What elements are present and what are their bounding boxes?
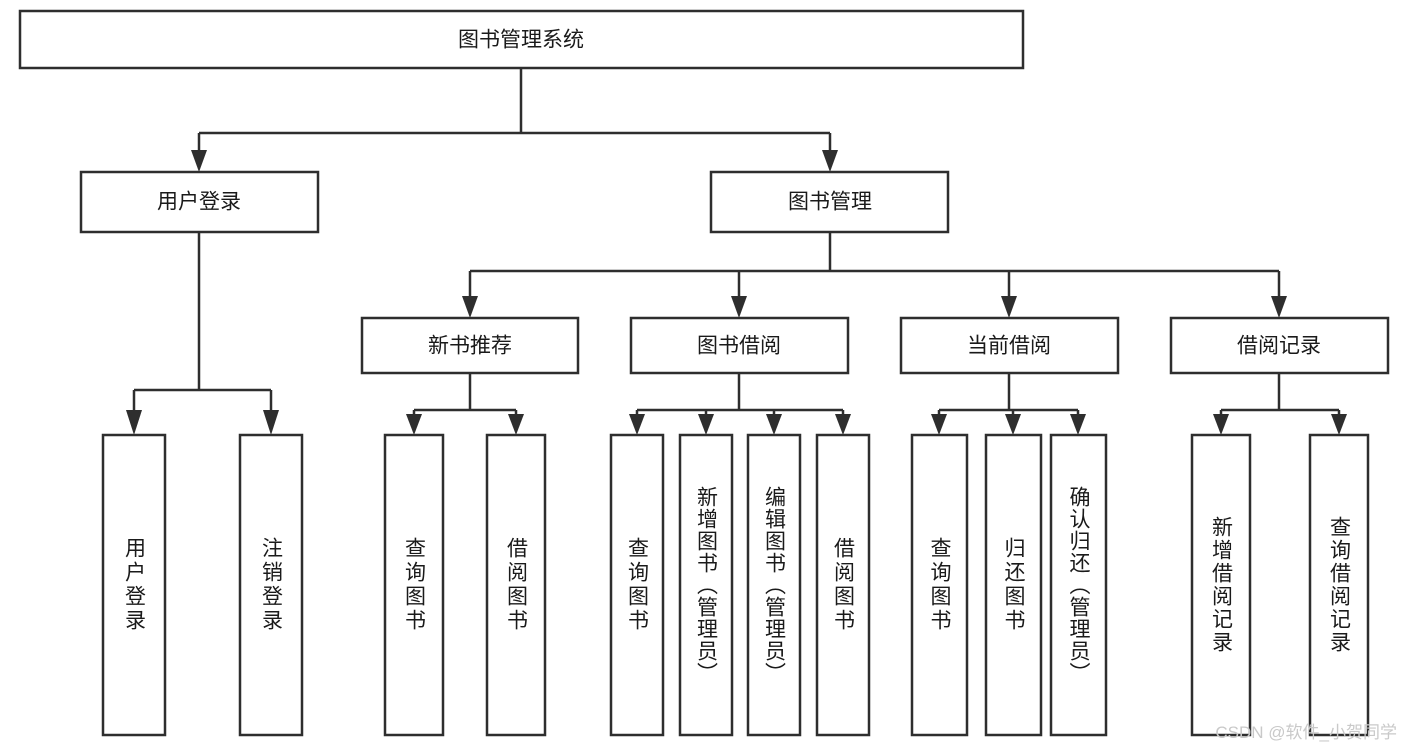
node-user-login[interactable]: 用户登录 [79,170,320,234]
node-leaf-return-book[interactable]: 归还图书 [984,433,1043,737]
arrow-leaf-confirm-return [1070,414,1086,435]
leaf-return-book-box[interactable] [984,433,1043,737]
leaf-query-book-borrow-box[interactable] [609,433,665,737]
leaf-user-logout-label: 注销登录 [259,537,283,633]
leaf-add-record-text-wrap: 新增借阅记录 [1209,516,1233,654]
node-leaf-confirm-return[interactable]: 确认归还（管理员） [1049,433,1108,737]
user-login-label: 用户登录 [157,191,241,214]
arrow-leaf-query-book-cur [931,414,947,435]
root-label: 图书管理系统 [458,29,584,52]
leaf-add-book-text-wrap: 新增图书（管理员） [694,486,718,684]
leaf-user-logout-box[interactable] [238,433,304,737]
node-leaf-user-logout[interactable]: 注销登录 [238,433,304,737]
leaf-query-record-text-wrap: 查询借阅记录 [1327,516,1351,654]
leaf-query-book-cur-label: 查询图书 [928,537,951,633]
borrow-record-box[interactable] [1169,316,1390,375]
leaf-borrow-book-box[interactable] [815,433,871,737]
borrow-record-label: 借阅记录 [1237,335,1321,358]
leaf-return-book-text-wrap: 归还图书 [1002,537,1025,633]
node-leaf-add-book[interactable]: 新增图书（管理员） [678,433,734,737]
leaf-add-record-label: 新增借阅记录 [1209,516,1233,654]
node-leaf-borrow-book[interactable]: 借阅图书 [815,433,871,737]
leaf-query-book-cur-box[interactable] [910,433,969,737]
leaf-borrow-book-rec-label: 借阅图书 [504,537,528,633]
leaf-query-record-label: 查询借阅记录 [1327,516,1351,654]
arrow-book-borrow [731,296,747,318]
node-new-book-rec[interactable]: 新书推荐 [360,316,580,375]
arrow-leaf-add-book [698,414,714,435]
leaf-borrow-book-label: 借阅图书 [831,537,855,633]
node-book-manage[interactable]: 图书管理 [709,170,950,234]
node-book-borrow[interactable]: 图书借阅 [629,316,850,375]
arrow-book-manage [822,150,838,172]
arrow-new-book-rec [462,296,478,318]
root-box[interactable] [18,9,1025,70]
leaf-add-record-box[interactable] [1190,433,1252,737]
node-leaf-query-book-cur[interactable]: 查询图书 [910,433,969,737]
leaf-user-logout-text-wrap: 注销登录 [259,537,283,633]
node-leaf-edit-book[interactable]: 编辑图书（管理员） [746,433,802,737]
book-borrow-label: 图书借阅 [697,335,781,358]
leaf-user-login-box[interactable] [101,433,167,737]
current-borrow-box[interactable] [899,316,1120,375]
node-leaf-query-book-rec[interactable]: 查询图书 [383,433,445,737]
current-borrow-label: 当前借阅 [967,335,1051,358]
node-borrow-record[interactable]: 借阅记录 [1169,316,1390,375]
book-manage-label: 图书管理 [788,191,872,214]
arrow-leaf-user-login [126,410,142,435]
connector-layer [126,68,1347,435]
leaf-query-book-borrow-text-wrap: 查询图书 [625,537,649,633]
book-manage-box[interactable] [709,170,950,234]
arrow-user-login [191,150,207,172]
arrow-current-borrow [1001,296,1017,318]
leaf-query-book-rec-text-wrap: 查询图书 [402,537,426,633]
leaf-confirm-return-box[interactable] [1049,433,1108,737]
arrow-leaf-borrow-book [835,414,851,435]
book-borrow-box[interactable] [629,316,850,375]
arrow-leaf-query-book-rec [406,414,422,435]
arrow-leaf-return-book [1005,414,1021,435]
leaf-query-book-rec-label: 查询图书 [402,537,426,633]
leaf-borrow-book-rec-text-wrap: 借阅图书 [504,537,528,633]
leaf-confirm-return-label: 确认归还（管理员） [1067,486,1090,684]
leaf-add-book-box[interactable] [678,433,734,737]
new-book-rec-label: 新书推荐 [428,335,512,358]
leaf-query-book-rec-box[interactable] [383,433,445,737]
arrow-leaf-add-record [1213,414,1229,435]
node-root[interactable]: 图书管理系统 [18,9,1025,70]
leaf-edit-book-text-wrap: 编辑图书（管理员） [762,486,786,684]
node-leaf-query-record[interactable]: 查询借阅记录 [1308,433,1370,737]
leaf-edit-book-label: 编辑图书（管理员） [762,486,786,684]
leaf-query-record-box[interactable] [1308,433,1370,737]
leaf-borrow-book-rec-box[interactable] [485,433,547,737]
arrow-borrow-record [1271,296,1287,318]
leaf-query-book-cur-text-wrap: 查询图书 [928,537,951,633]
leaf-user-login-text-wrap: 用户登录 [122,537,146,633]
leaf-edit-book-box[interactable] [746,433,802,737]
leaf-user-login-label: 用户登录 [122,537,146,633]
arrow-leaf-query-record [1331,414,1347,435]
node-current-borrow[interactable]: 当前借阅 [899,316,1120,375]
leaf-borrow-book-text-wrap: 借阅图书 [831,537,855,633]
arrow-leaf-borrow-book-rec [508,414,524,435]
node-leaf-add-record[interactable]: 新增借阅记录 [1190,433,1252,737]
leaf-confirm-return-text-wrap: 确认归还（管理员） [1067,486,1090,684]
leaf-query-book-borrow-label: 查询图书 [625,537,649,633]
node-leaf-user-login[interactable]: 用户登录 [101,433,167,737]
arrow-leaf-user-logout [263,410,279,435]
new-book-rec-box[interactable] [360,316,580,375]
node-leaf-borrow-book-rec[interactable]: 借阅图书 [485,433,547,737]
arrow-leaf-edit-book [766,414,782,435]
leaf-return-book-label: 归还图书 [1002,537,1025,633]
node-leaf-query-book-borrow[interactable]: 查询图书 [609,433,665,737]
user-login-box[interactable] [79,170,320,234]
arrow-leaf-query-book-borrow [629,414,645,435]
leaf-add-book-label: 新增图书（管理员） [694,486,718,684]
